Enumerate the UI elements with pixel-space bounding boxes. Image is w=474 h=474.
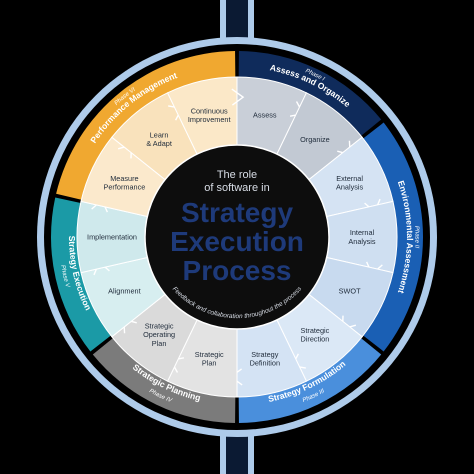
hub-top-line-1: The role (217, 169, 257, 181)
hub-title-line-3: Process (183, 255, 292, 286)
phase-number-phase-2: Phase II (413, 226, 419, 249)
segment-label-alignment: Alignment (108, 287, 140, 296)
phase-band-phase-4 (92, 338, 236, 423)
segment-label-line: Improvement (188, 115, 231, 124)
segment-label-line: Operating (143, 330, 175, 339)
segment-label-line: Definition (250, 359, 280, 368)
hub-circle (144, 144, 330, 330)
segment-label-line: Strategic (195, 350, 224, 359)
segment-label-line: Strategic (145, 322, 174, 331)
hub-title-line-2: Execution (170, 226, 304, 257)
phase-number-path-phase-2: Phase II (413, 226, 419, 249)
segment-label-line: Strategic (301, 326, 330, 335)
segment-label-line: Analysis (348, 237, 376, 246)
hub-top-line-2: of software in (204, 182, 269, 194)
segment-label-learn-adapt: Learn& Adapt (146, 131, 172, 149)
phase-number-path-phase-5: Phase V (59, 265, 70, 289)
hub-title-line-1: Strategy (181, 197, 293, 228)
segment-label-line: Measure (110, 174, 138, 183)
segment-label-organize: Organize (300, 135, 330, 144)
segment-label-line: Learn (150, 131, 169, 140)
segment-label-line: Implementation (87, 233, 137, 242)
phase-band-phase-3 (238, 338, 382, 423)
segment-label-line: Alignment (108, 287, 140, 296)
segment-label-line: Organize (300, 135, 330, 144)
segment-label-assess: Assess (253, 111, 277, 120)
segment-label-line: Analysis (336, 183, 364, 192)
segment-label-line: Plan (152, 339, 167, 348)
segment-label-line: External (336, 174, 363, 183)
segment-label-line: Assess (253, 111, 277, 120)
phase-number-phase-5: Phase V (59, 265, 70, 289)
phase-band-phase-2 (363, 122, 423, 352)
segment-label-line: Strategy (251, 350, 279, 359)
segment-label-line: Performance (104, 183, 146, 192)
phase-band-phase-1 (238, 51, 382, 136)
segment-label-line: SWOT (339, 287, 361, 296)
segment-label-line: Direction (301, 335, 330, 344)
flow-arrow-continuous-improvement (231, 88, 245, 106)
phase-band-phase-6 (56, 51, 236, 200)
segment-label-implementation: Implementation (87, 233, 137, 242)
segment-label-line: Internal (350, 228, 375, 237)
segment-label-swot: SWOT (339, 287, 361, 296)
segment-label-line: Plan (202, 359, 217, 368)
segment-label-line: & Adapt (146, 139, 172, 148)
segment-label-line: Continuous (191, 106, 228, 115)
